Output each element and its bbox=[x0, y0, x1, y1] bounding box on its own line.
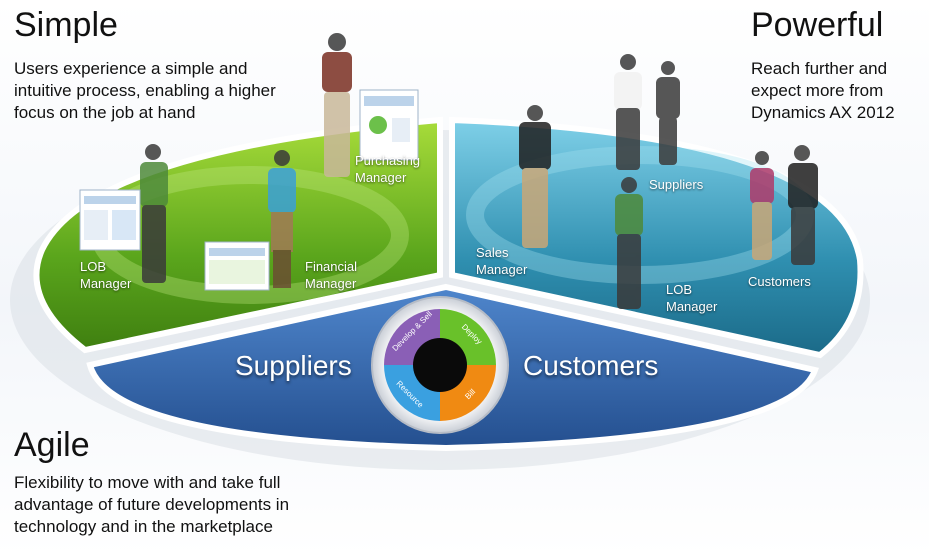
person-figure bbox=[615, 177, 643, 309]
label-line: Manager bbox=[355, 170, 407, 185]
agile-line: advantage of future developments in bbox=[14, 495, 290, 514]
app-screenshot bbox=[204, 241, 270, 291]
powerful-title: Powerful bbox=[751, 6, 884, 44]
app-screenshot bbox=[359, 89, 419, 161]
powerful-description: Reach further and expect more from Dynam… bbox=[751, 58, 895, 124]
label-line: LOB bbox=[666, 282, 693, 297]
simple-line: intuitive process, enabling a higher bbox=[14, 81, 276, 100]
bottom-label-suppliers: Suppliers bbox=[235, 350, 352, 381]
agile-description: Flexibility to move with and take full a… bbox=[14, 472, 289, 538]
label-line: Suppliers bbox=[649, 177, 704, 192]
cycle-badge: Develop & Sell Deploy Bill Resource bbox=[371, 296, 509, 434]
person-figure bbox=[656, 61, 680, 165]
powerful-line: Reach further and bbox=[751, 59, 888, 78]
label-line: Customers bbox=[748, 274, 811, 289]
simple-line: focus on the job at hand bbox=[14, 103, 196, 122]
label-purchasing-manager: Purchasing Manager bbox=[355, 152, 420, 186]
simple-title: Simple bbox=[14, 6, 118, 44]
label-line: Manager bbox=[305, 276, 357, 291]
person-figure bbox=[519, 105, 551, 248]
label-line: Financial bbox=[305, 259, 358, 274]
label-sales-manager: Sales Manager bbox=[476, 244, 527, 278]
quadrant-resource bbox=[384, 365, 440, 421]
person-figure bbox=[140, 144, 168, 283]
label-lob-manager-right: LOB Manager bbox=[666, 281, 717, 315]
label-line: Purchasing bbox=[355, 153, 421, 168]
agile-title: Agile bbox=[14, 426, 90, 464]
quadrant-bill bbox=[440, 365, 496, 421]
quadrant-deploy bbox=[440, 309, 496, 365]
label-line: Sales bbox=[476, 245, 509, 260]
label-line: LOB bbox=[80, 259, 107, 274]
agile-line: technology and in the marketplace bbox=[14, 517, 273, 536]
person-figure bbox=[268, 150, 296, 288]
label-line: Manager bbox=[80, 276, 132, 291]
label-customers: Customers bbox=[748, 273, 811, 290]
app-screenshot bbox=[79, 189, 141, 251]
agile-line: Flexibility to move with and take full bbox=[14, 473, 281, 492]
label-financial-manager: Financial Manager bbox=[305, 258, 357, 292]
label-line: Manager bbox=[476, 262, 528, 277]
simple-description: Users experience a simple and intuitive … bbox=[14, 58, 276, 124]
powerful-line: expect more from bbox=[751, 81, 884, 100]
bottom-label-customers: Customers bbox=[523, 350, 659, 381]
person-figure bbox=[788, 145, 818, 265]
cycle-hub bbox=[413, 338, 467, 392]
quadrant-develop-sell bbox=[384, 309, 440, 365]
person-figure bbox=[322, 33, 352, 177]
person-figure bbox=[750, 151, 774, 260]
powerful-line: Dynamics AX 2012 bbox=[751, 103, 895, 122]
label-lob-manager-left: LOB Manager bbox=[80, 258, 131, 292]
person-figure bbox=[614, 54, 642, 170]
simple-line: Users experience a simple and bbox=[14, 59, 248, 78]
label-line: Manager bbox=[666, 299, 718, 314]
label-suppliers: Suppliers bbox=[649, 176, 703, 193]
simple-segment bbox=[33, 116, 443, 354]
